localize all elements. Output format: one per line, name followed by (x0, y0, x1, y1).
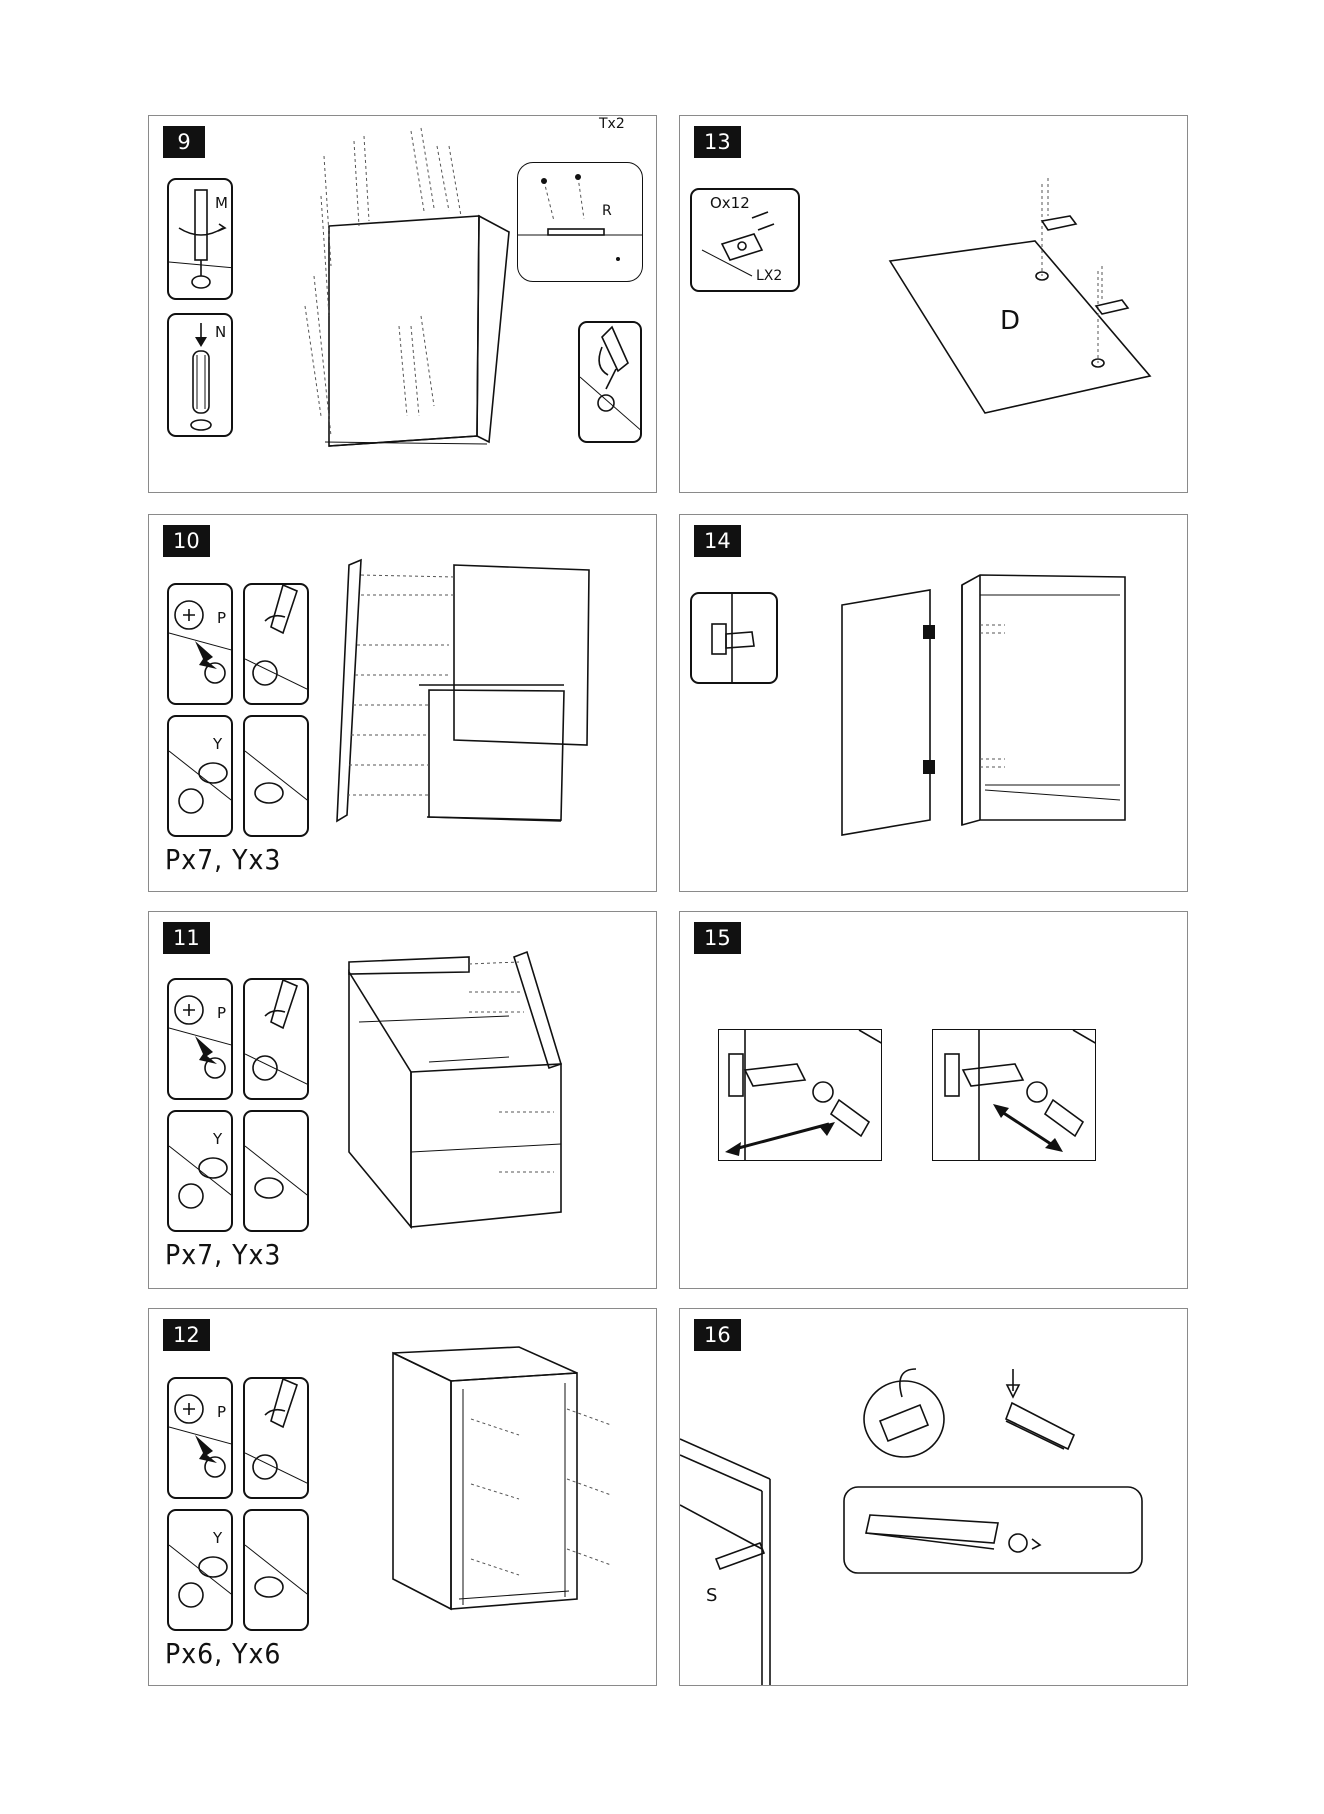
step-number: 15 (694, 922, 741, 954)
cabinet-side-assembly (149, 515, 657, 892)
door-panel-with-hinges (680, 116, 1188, 493)
step-10-panel: 10 P Y Px7, Yx3 (148, 514, 657, 892)
hinge-adjust-horizontal-illustration (719, 1030, 882, 1161)
screwdriver-illustration (580, 323, 642, 443)
soft-close-installation (680, 1309, 1188, 1686)
step-13-panel: 13 Ox12 LX2 D (679, 115, 1188, 493)
step-16-panel: 16 S (679, 1308, 1188, 1686)
cabinet-with-door (680, 515, 1188, 892)
cabinet-back-view (149, 1309, 657, 1686)
screwdriver-detail (578, 321, 642, 443)
hinge-adjust-depth-illustration (933, 1030, 1096, 1161)
cabinet-box-assembly (149, 912, 657, 1289)
step-11-panel: 11 P Y Px7, Yx3 (148, 911, 657, 1289)
part-label-tx: Tx2 (599, 116, 625, 132)
part-label-d: D (1000, 306, 1020, 336)
step-9-panel: 9 M N (148, 115, 657, 493)
connector-plate-detail: R (517, 162, 643, 282)
step-14-panel: 14 (679, 514, 1188, 892)
hinge-adjust-horizontal-detail (718, 1029, 882, 1161)
part-label-s: S (706, 1585, 717, 1606)
connector-plate-illustration (518, 163, 643, 282)
step-15-panel: 15 (679, 911, 1188, 1289)
hinge-adjust-depth-detail (932, 1029, 1096, 1161)
step-12-panel: 12 P Y Px6, Yx6 (148, 1308, 657, 1686)
part-label-r: R (602, 203, 612, 219)
